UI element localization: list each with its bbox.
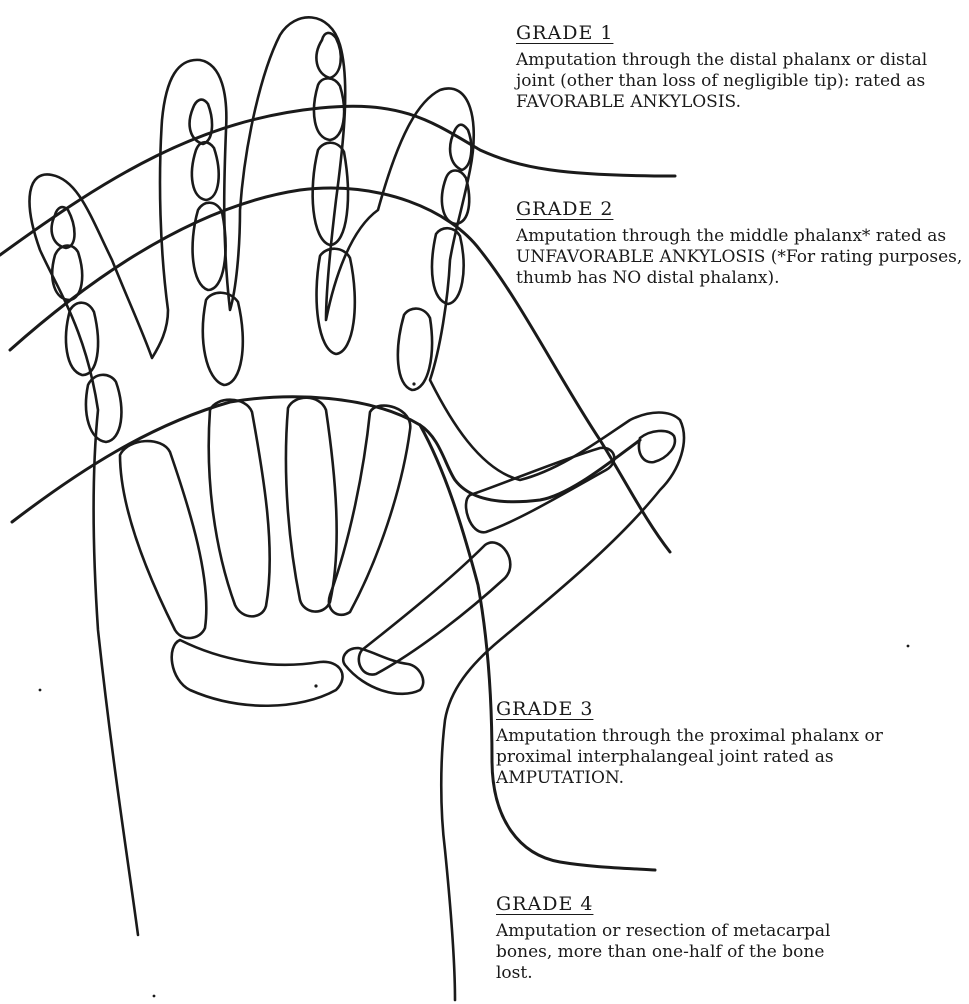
finger-bone-ring-proximal [317, 249, 355, 354]
speck [39, 689, 42, 692]
finger-bone-ring-middle [313, 143, 348, 245]
grade-1-block: GRADE 1 Amputation through the distal ph… [516, 22, 966, 113]
metacarpal-index [120, 441, 206, 638]
speck [412, 382, 415, 385]
finger-bone-middle-proximal [203, 293, 243, 385]
grade-2-description: Amputation through the middle phalanx* r… [516, 226, 966, 289]
grade-4-line [420, 425, 655, 870]
grade-3-heading: GRADE 3 [496, 698, 964, 720]
grade-3-description: Amputation through the proximal phalanx … [496, 726, 964, 789]
metacarpal-ring [286, 398, 337, 612]
carpal-bones [172, 640, 343, 706]
grade-2-block: GRADE 2 Amputation through the middle ph… [516, 198, 966, 289]
thumb-nail [639, 431, 675, 462]
grade-4-heading: GRADE 4 [496, 893, 856, 915]
grade-4-block: GRADE 4 Amputation or resection of metac… [496, 893, 856, 984]
finger-nail-4 [450, 125, 471, 170]
finger-bone-little-proximal [398, 309, 432, 390]
grade-4-description: Amputation or resection of metacarpal bo… [496, 921, 856, 984]
grade-2-heading: GRADE 2 [516, 198, 966, 220]
speck [314, 684, 317, 687]
thumb-bone-proximal [466, 448, 614, 532]
speck [907, 645, 910, 648]
finger-bone-index-distal [52, 246, 82, 300]
grade-3-block: GRADE 3 Amputation through the proximal … [496, 698, 964, 789]
finger-nail-3 [316, 33, 340, 78]
grade-1-description: Amputation through the distal phalanx or… [516, 50, 966, 113]
speck [153, 995, 156, 998]
metacarpal-middle [209, 400, 270, 617]
metacarpal-little [329, 406, 410, 615]
finger-bone-index-proximal [86, 375, 121, 442]
grade-1-heading: GRADE 1 [516, 22, 966, 44]
finger-nail-1 [52, 207, 75, 248]
finger-bone-middle-distal [192, 142, 219, 200]
